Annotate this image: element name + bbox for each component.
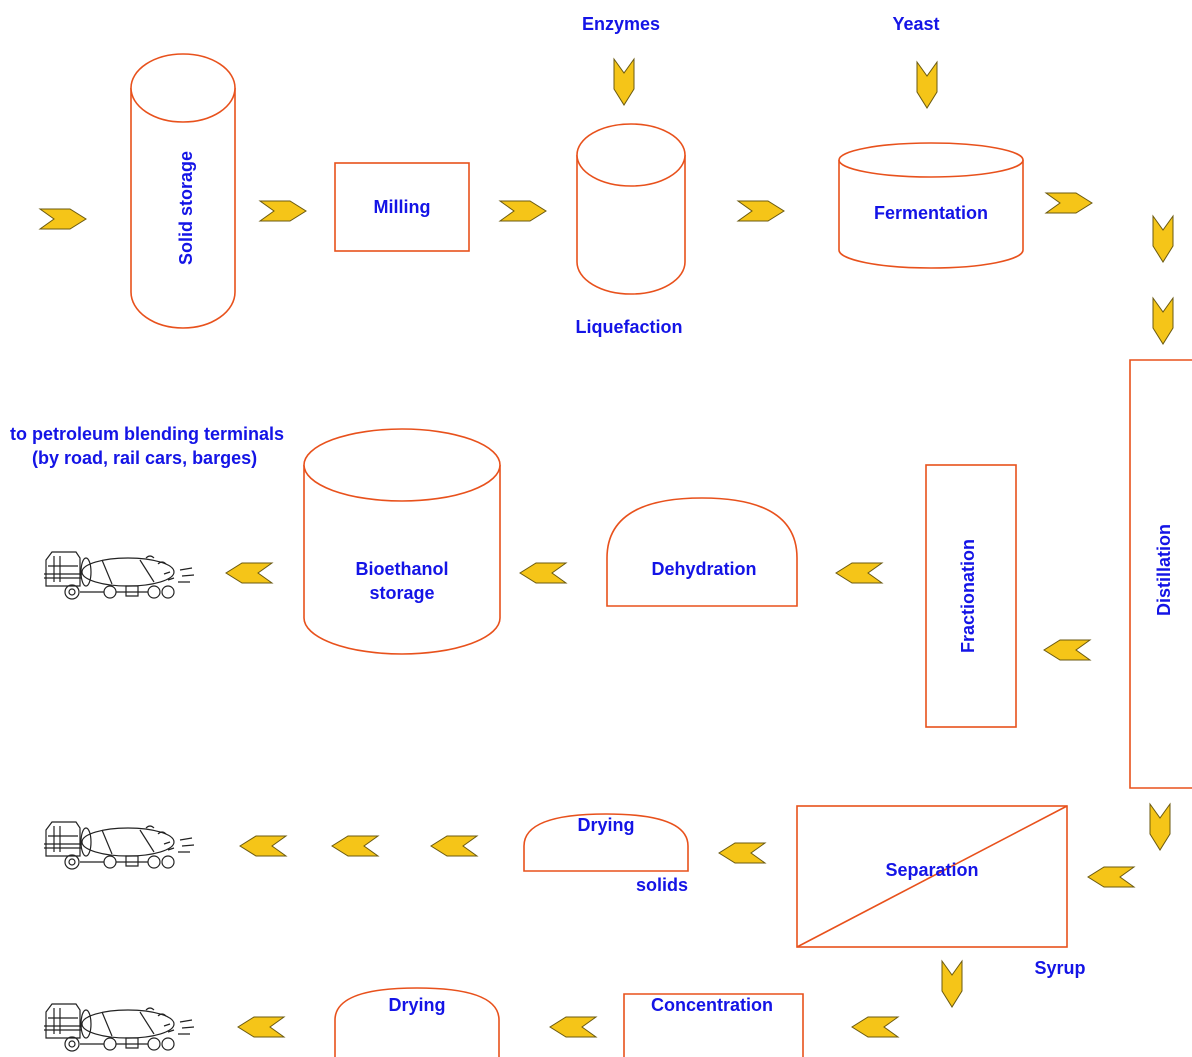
arrow-storage-to-truck — [225, 562, 273, 584]
separation-label: Separation — [885, 860, 978, 880]
solids-label: solids — [636, 875, 688, 895]
arrow-separation-to-drying — [718, 842, 766, 864]
drying-solids-vessel: Drying — [523, 813, 689, 872]
yeast-arrow — [916, 61, 938, 109]
solid-storage-tank: Solid storage — [130, 53, 236, 329]
arrow-down-1 — [1152, 215, 1174, 263]
enzymes-label: Enzymes — [582, 14, 660, 34]
arrow-to-separation — [1087, 866, 1135, 888]
dehydration-vessel: Dehydration — [606, 497, 798, 607]
distillation-column: Distillation — [1129, 359, 1192, 789]
arrow-storage-to-milling — [259, 200, 307, 222]
input-arrow — [39, 208, 87, 230]
bioethanol-label-line1: Bioethanol — [356, 559, 449, 579]
arrow-to-concentration — [851, 1016, 899, 1038]
enzymes-arrow — [613, 58, 635, 106]
tanker-truck-icon — [43, 821, 195, 870]
arrow-solids-2 — [331, 835, 379, 857]
bioethanol-storage-tank: Bioethanol storage — [303, 428, 501, 655]
syrup-label: Syrup — [1034, 958, 1085, 978]
arrow-distillation-to-fractionation — [1043, 639, 1091, 661]
arrow-syrup-down — [941, 960, 963, 1008]
solid-storage-label: Solid storage — [176, 151, 196, 265]
terminals-label-line2: (by road, rail cars, barges) — [32, 448, 257, 468]
concentration-box: Concentration — [623, 993, 804, 1057]
drying-syrup-vessel: Drying — [334, 987, 500, 1057]
yeast-label: Yeast — [892, 14, 939, 34]
fermentation-tank: Fermentation — [838, 142, 1024, 269]
fractionation-column: Fractionation — [925, 464, 1017, 728]
fractionation-label: Fractionation — [958, 539, 978, 653]
arrow-distillation-down — [1149, 803, 1171, 851]
distillation-label: Distillation — [1154, 524, 1174, 616]
arrow-dehydration-to-storage — [519, 562, 567, 584]
drying-syrup-label: Drying — [388, 995, 445, 1015]
arrow-syrup-to-truck — [237, 1016, 285, 1038]
arrow-solids-3 — [239, 835, 287, 857]
arrow-down-2 — [1152, 297, 1174, 345]
liquefaction-label: Liquefaction — [576, 317, 683, 337]
separation-box: Separation — [796, 805, 1068, 948]
drying-solids-label: Drying — [577, 815, 634, 835]
arrow-fermentation-out — [1045, 192, 1093, 214]
tanker-truck-icon — [43, 551, 195, 600]
concentration-label: Concentration — [651, 995, 773, 1015]
milling-label: Milling — [374, 197, 431, 217]
terminals-label-line1: to petroleum blending terminals — [10, 424, 284, 444]
fermentation-label: Fermentation — [874, 203, 988, 223]
arrow-fractionation-to-dehydration — [835, 562, 883, 584]
arrow-liquefaction-to-fermentation — [737, 200, 785, 222]
arrow-concentration-to-drying — [549, 1016, 597, 1038]
arrow-milling-to-liquefaction — [499, 200, 547, 222]
liquefaction-tank — [576, 123, 686, 295]
milling-box: Milling — [334, 162, 470, 252]
bioethanol-label-line2: storage — [369, 583, 434, 603]
tanker-truck-icon — [43, 1003, 195, 1052]
arrow-solids-1 — [430, 835, 478, 857]
dehydration-label: Dehydration — [651, 559, 756, 579]
